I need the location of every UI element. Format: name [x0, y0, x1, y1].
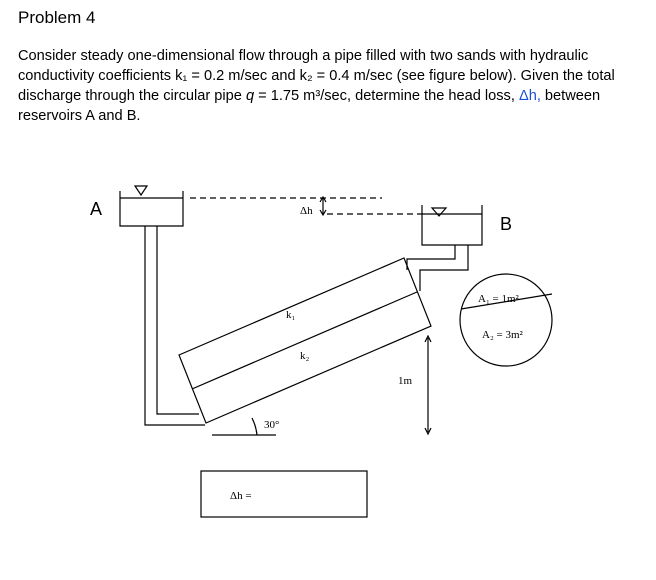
statement-part-2: = 1.75 m³/sec, determine the head loss,: [254, 88, 519, 104]
statement-part-3: between reservoirs A and B.: [18, 88, 601, 124]
statement-part-1: Consider steady one-dimensional flow thr…: [18, 48, 615, 104]
length-label: 1m: [398, 375, 413, 387]
reservoir-a-label: A: [90, 199, 102, 219]
answer-box: [200, 470, 368, 518]
reservoir-a-tank: [119, 191, 184, 227]
water-level-b-icon: [430, 207, 448, 217]
discharge-symbol: q: [245, 88, 255, 104]
area-2-label: A₂ = 3m²: [482, 329, 524, 341]
pipe-cross-section: [459, 273, 553, 367]
problem-title: Problem 4: [18, 8, 96, 27]
problem-statement: Consider steady one-dimensional flow thr…: [18, 46, 638, 126]
area-1-label: A₁ = 1m²: [478, 293, 520, 305]
reservoir-a-pipe: [144, 226, 205, 426]
k1-label: k₁: [286, 309, 296, 321]
water-level-a-icon: [133, 185, 149, 197]
delta-h-label: Δh: [300, 205, 313, 217]
sand-pipe: [178, 257, 432, 424]
k2-label: k₂: [300, 350, 310, 362]
reservoir-b-label: B: [500, 214, 512, 234]
answer-label: Δh =: [230, 490, 252, 502]
reservoir-b-pipe: [406, 245, 469, 291]
head-loss-symbol: Δh,: [518, 88, 541, 104]
reservoir-b-tank: [421, 205, 483, 246]
angle-label: 30°: [264, 419, 279, 431]
sand-interface: [191, 291, 418, 390]
